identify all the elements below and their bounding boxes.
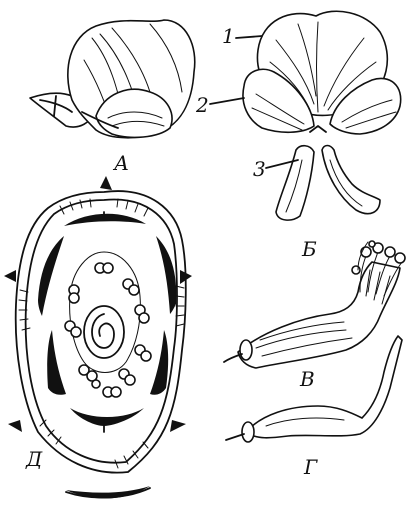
stamen-column: В bbox=[224, 241, 405, 391]
corolla-parts: 1 2 3 Б bbox=[195, 11, 401, 261]
floral-diagram: Д bbox=[4, 176, 192, 499]
label-v: В bbox=[299, 367, 315, 391]
part-number-2: 2 bbox=[195, 93, 209, 117]
part-number-3: 3 bbox=[253, 157, 266, 181]
label-g: Г bbox=[303, 455, 318, 479]
label-d: Д bbox=[25, 447, 43, 471]
label-a: А bbox=[112, 151, 129, 175]
label-b: Б bbox=[301, 237, 317, 261]
flower-side-view: А bbox=[30, 20, 195, 175]
part-number-1: 1 bbox=[222, 24, 235, 48]
